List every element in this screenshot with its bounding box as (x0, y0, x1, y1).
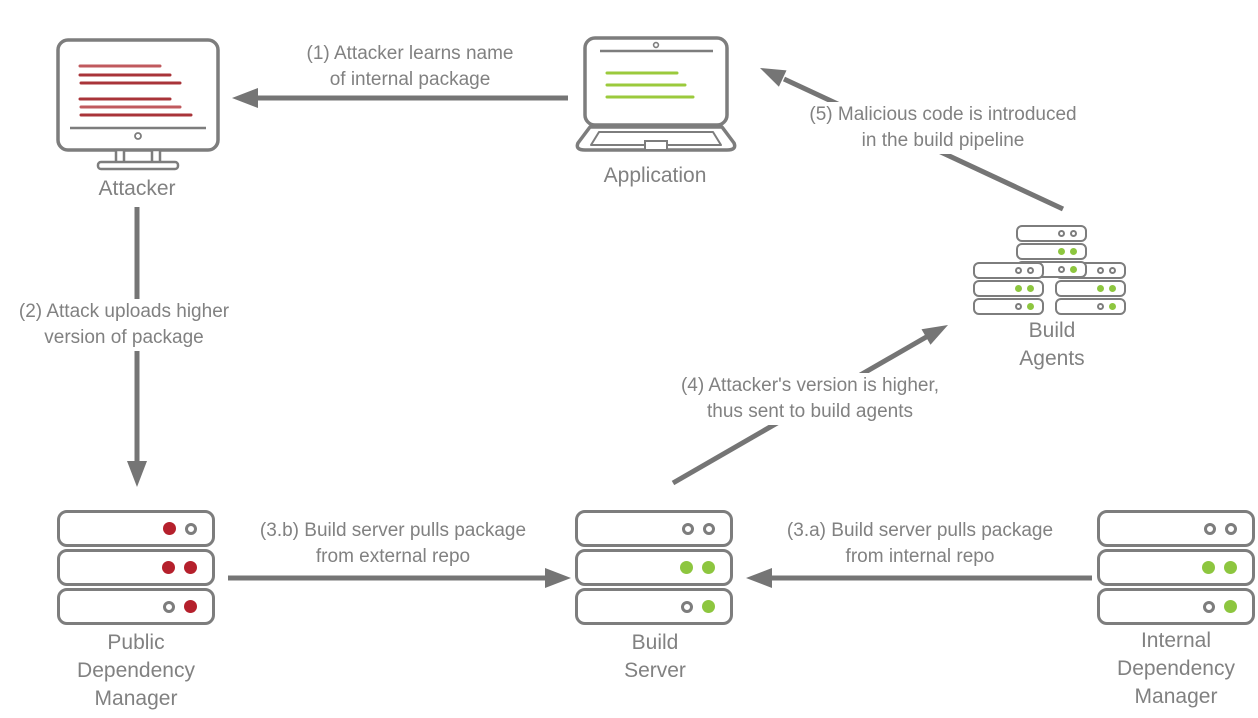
annotation-step3b: (3.b) Build server pulls package from ex… (255, 518, 531, 570)
server-row (575, 510, 733, 547)
hollow-status-dot (163, 600, 175, 613)
server-row (575, 549, 733, 586)
hollow-status-dot (1058, 230, 1065, 237)
server-row (1016, 243, 1087, 260)
green-status-dot (1070, 248, 1077, 255)
application-label: Application (603, 164, 707, 187)
laptop-icon (575, 36, 737, 152)
green-status-dot (1097, 285, 1104, 292)
hollow-status-dot (681, 600, 693, 613)
green-status-dot (1015, 285, 1022, 292)
server-row (1097, 510, 1255, 547)
attacker-label: Attacker (98, 177, 176, 200)
annotation-step4: (4) Attacker's version is higher, thus s… (676, 373, 944, 425)
green-status-dot (1070, 266, 1077, 273)
server-row (57, 510, 215, 547)
green-status-dot (1027, 285, 1034, 292)
green-status-dot (702, 600, 715, 613)
server-row (57, 549, 215, 586)
green-status-dot (1224, 561, 1237, 574)
green-status-dot (1109, 285, 1116, 292)
hollow-status-dot (1058, 266, 1065, 273)
hollow-status-dot (185, 522, 197, 535)
arrow-step3b (228, 568, 571, 588)
hollow-status-dot (682, 522, 694, 535)
server-row (575, 588, 733, 625)
green-status-dot (1058, 248, 1065, 255)
arrow-step3a (746, 568, 1092, 588)
build-agents-label: Build Agents (1019, 319, 1085, 370)
hollow-status-dot (1027, 267, 1034, 274)
annotation-step1: (1) Attacker learns name of internal pac… (302, 41, 518, 93)
hollow-status-dot (1097, 303, 1104, 310)
hollow-status-dot (1015, 303, 1022, 310)
public-dependency-manager-label: Public Dependency Manager (77, 631, 195, 710)
server-row (1097, 549, 1255, 586)
server-row (973, 262, 1044, 279)
internal-dependency-manager-label: Internal Dependency Manager (1117, 629, 1235, 708)
green-status-dot (1202, 561, 1215, 574)
red-status-dot (184, 561, 197, 574)
annotation-step3a: (3.a) Build server pulls package from in… (782, 518, 1058, 570)
annotation-step2: (2) Attack uploads higher version of pac… (14, 299, 234, 351)
hollow-status-dot (1204, 522, 1216, 535)
server-stack-internal-dependency-manager (1097, 510, 1255, 625)
hollow-status-dot (1015, 267, 1022, 274)
server-row (1097, 588, 1255, 625)
server-stack-build-server (575, 510, 733, 625)
hollow-status-dot (1070, 230, 1077, 237)
red-status-dot (162, 561, 175, 574)
red-status-dot (184, 600, 197, 613)
hollow-status-dot (1203, 600, 1215, 613)
server-stack-build-agents-top (1016, 225, 1087, 278)
server-row (1055, 298, 1126, 315)
hollow-status-dot (703, 522, 715, 535)
server-row (1055, 280, 1126, 297)
desktop-monitor-icon (56, 38, 220, 171)
server-stack-build-agents-left (973, 262, 1044, 315)
red-status-dot (163, 522, 176, 535)
server-row (973, 298, 1044, 315)
build-server-label: Build Server (624, 631, 686, 682)
green-status-dot (680, 561, 693, 574)
server-row (57, 588, 215, 625)
server-stack-public-dependency-manager (57, 510, 215, 625)
green-status-dot (1109, 303, 1116, 310)
green-status-dot (702, 561, 715, 574)
annotation-step5: (5) Malicious code is introduced in the … (805, 102, 1081, 154)
green-status-dot (1027, 303, 1034, 310)
green-status-dot (1224, 600, 1237, 613)
hollow-status-dot (1109, 267, 1116, 274)
hollow-status-dot (1097, 267, 1104, 274)
hollow-status-dot (1225, 522, 1237, 535)
server-row (1016, 225, 1087, 242)
arrow-step1 (232, 88, 568, 108)
server-row (973, 280, 1044, 297)
